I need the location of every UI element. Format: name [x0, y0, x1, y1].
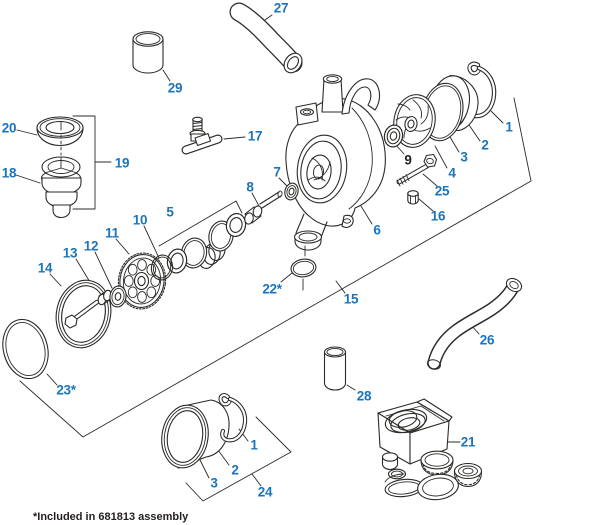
- part-label-1: 1: [505, 119, 513, 135]
- part-label-22: 22*: [262, 281, 282, 297]
- part-27-upper-hose: [239, 12, 306, 76]
- part-label-2: 2: [231, 462, 239, 478]
- part-label-23: 23*: [56, 382, 76, 398]
- part-25-bolt: [397, 155, 437, 187]
- part-17-fitting: [186, 117, 218, 150]
- part-label-2: 2: [481, 137, 489, 153]
- part-label-27: 27: [273, 0, 289, 16]
- part-label-16: 16: [430, 208, 446, 224]
- footnote: *Included in 681813 assembly: [33, 511, 189, 523]
- part-23-o-ring: [0, 314, 55, 383]
- part-label-14: 14: [37, 260, 53, 276]
- group-15-outline: [20, 98, 531, 437]
- part-20-seal-ring: [37, 117, 83, 146]
- part-label-9: 9: [404, 152, 412, 168]
- group-5-bracket: [159, 201, 242, 246]
- part-label-18: 18: [1, 165, 17, 181]
- part-label-28: 28: [356, 388, 372, 404]
- part-6-pump-housing: [286, 75, 385, 250]
- part-18-thermostat: [42, 157, 82, 218]
- part-label-5: 5: [166, 204, 174, 220]
- group-19-bracket: [73, 116, 111, 209]
- part-12-washer: [108, 285, 127, 308]
- part-29-hose-sleeve: [133, 32, 163, 73]
- part-label-29: 29: [167, 80, 183, 96]
- part-label-3: 3: [460, 149, 468, 165]
- part-label-7: 7: [273, 164, 281, 180]
- part-7-seal: [283, 182, 300, 202]
- part-label-20: 20: [1, 120, 17, 136]
- part-label-26: 26: [479, 332, 495, 348]
- part-28-small-sleeve: [325, 347, 346, 390]
- part-1b-spring-clip: [221, 395, 246, 440]
- part-14-shaft-bolt: [65, 302, 97, 328]
- part-4-impeller: [390, 91, 440, 150]
- part-label-1: 1: [250, 437, 258, 453]
- part-5-bearing-stack: [165, 191, 282, 275]
- part-8-spacer: [244, 205, 263, 225]
- part-label-17: 17: [247, 128, 263, 144]
- part-label-6: 6: [373, 222, 381, 238]
- part-9-bearing: [382, 123, 404, 148]
- leader-lines: [16, 15, 503, 486]
- part-22-o-ring: [290, 246, 317, 290]
- part-label-15: 15: [343, 291, 359, 307]
- part-label-25: 25: [434, 183, 450, 199]
- part-label-8: 8: [246, 179, 254, 195]
- part-label-12: 12: [83, 238, 99, 254]
- part-label-10: 10: [132, 212, 148, 228]
- part-label-13: 13: [62, 245, 78, 261]
- part-label-21: 21: [460, 434, 476, 450]
- part-label-24: 24: [257, 484, 273, 500]
- group-24-outline: [186, 417, 291, 501]
- part-26-lower-hose: [426, 276, 523, 371]
- part-label-3: 3: [210, 475, 218, 491]
- part-label-19: 19: [114, 155, 130, 171]
- part-10-snap-ring: [149, 253, 175, 282]
- part-label-4: 4: [448, 165, 456, 181]
- part-label-11: 11: [105, 225, 119, 241]
- part-21-repair-kit: [378, 399, 482, 502]
- part-16-plug: [408, 191, 418, 204]
- part-24-sleeve-assembly: [157, 400, 229, 471]
